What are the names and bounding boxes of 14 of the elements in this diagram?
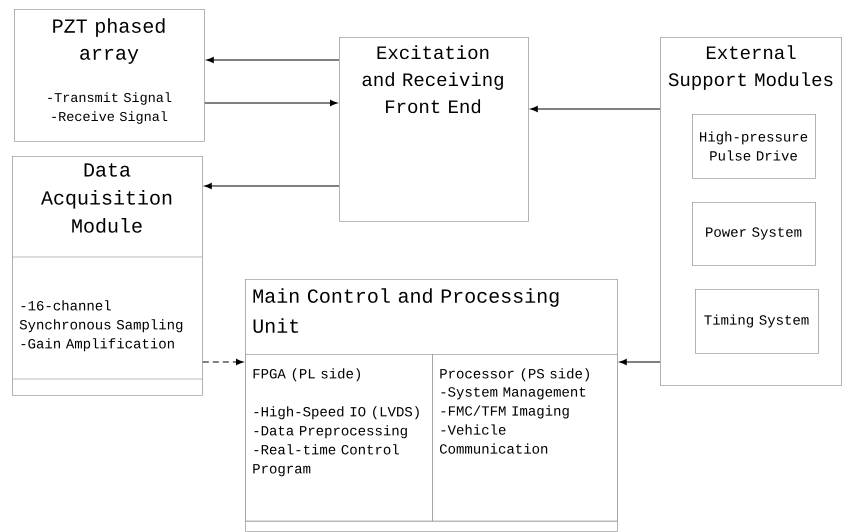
arrow — [204, 100, 338, 106]
block-box: Data Acquisition Module -16-channel Synchronous Sampling -Gain Amplification — [12, 156, 203, 396]
block-box: Excitation and Receiving Front End — [339, 37, 529, 222]
module-box: Timing System — [695, 289, 819, 354]
block-box: PZT phased array -Transmit Signal -Receive Signal — [14, 9, 205, 142]
module-box: Power System — [692, 202, 816, 266]
arrow — [202, 358, 244, 366]
arrow — [619, 358, 660, 366]
arrow — [530, 106, 660, 112]
compartment-box: Processor (PS side) -System Management -FMC/TFM Imaging -Vehicle Communication — [432, 354, 618, 522]
arrow — [204, 182, 340, 190]
module-box: High-pressure Pulse Drive — [692, 114, 816, 179]
arrow — [206, 56, 340, 64]
compartment-box: FPGA (PL side) -High-Speed IO (LVDS) -Data Preprocessing -Real-time Control Program — [245, 354, 433, 522]
